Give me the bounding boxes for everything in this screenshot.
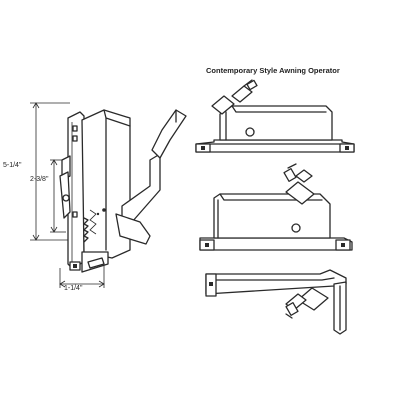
top-view-operator-lower <box>199 163 353 251</box>
arm-view <box>205 269 347 335</box>
diagram-title: Contemporary Style Awning Operator <box>206 66 340 75</box>
dimension-base-width-label: 1-1/4" <box>64 285 83 292</box>
side-view-operator <box>30 102 187 288</box>
dimension-hole-spacing-label: 2-3/8" <box>30 176 49 183</box>
dimension-overall-height-label: 5-1/4" <box>3 162 22 169</box>
top-view-operator-upper <box>195 79 355 153</box>
